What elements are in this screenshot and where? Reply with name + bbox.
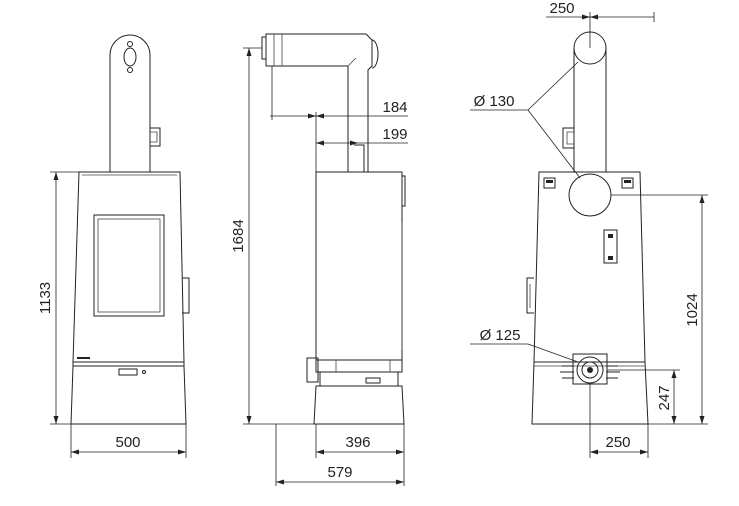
front-width-dimension: 500	[70, 424, 187, 458]
side-flue-offset-bottom-dimension: 199	[316, 126, 408, 146]
rear-top-offset-dimension: 250	[546, 0, 655, 48]
rear-flue-diameter-label: Ø 130	[474, 93, 515, 110]
rear-air-inlet-diameter-callout: Ø 125	[470, 327, 579, 363]
side-total-depth-dimension: 579	[275, 424, 404, 486]
rear-stove-body	[526, 171, 649, 425]
side-total-height-dimension: 1684	[230, 47, 314, 425]
side-view: 1684 184 199 396	[230, 33, 408, 486]
rear-air-inlet-diameter-label: Ø 125	[480, 327, 521, 344]
side-flue-elbow	[261, 33, 379, 173]
rear-air-inlet-offset-dimension: 250	[589, 384, 649, 458]
front-height-dimension: 1133	[37, 171, 79, 425]
side-body-depth-dimension: 396	[315, 424, 405, 486]
rear-air-inlet-height-dimension: 247	[607, 369, 680, 424]
rear-flue-pipe	[562, 31, 607, 172]
side-total-height-label: 1684	[230, 219, 247, 252]
front-width-label: 500	[115, 434, 140, 451]
side-body-depth-label: 396	[345, 434, 370, 451]
front-height-label: 1133	[37, 282, 54, 314]
rear-top-offset-label: 250	[549, 0, 574, 17]
side-flue-offset-bottom-label: 199	[382, 126, 407, 143]
side-stove-body	[306, 171, 406, 425]
side-total-depth-label: 579	[327, 464, 352, 481]
rear-air-inlet-height-label: 247	[656, 385, 673, 410]
front-view: 1133 500	[37, 34, 190, 458]
rear-view: 250 Ø 130 Ø 125 1024	[470, 0, 708, 458]
rear-air-inlet-offset-label: 250	[605, 434, 630, 451]
rear-flue-height-dimension: 1024	[611, 194, 708, 425]
rear-flue-diameter-callout: Ø 130	[470, 61, 581, 179]
front-stove-body	[70, 171, 190, 425]
side-flue-offset-top-dimension: 184	[270, 66, 408, 172]
front-flue-pipe	[109, 34, 161, 173]
side-flue-offset-top-label: 184	[382, 99, 407, 116]
rear-flue-height-label: 1024	[684, 293, 701, 326]
